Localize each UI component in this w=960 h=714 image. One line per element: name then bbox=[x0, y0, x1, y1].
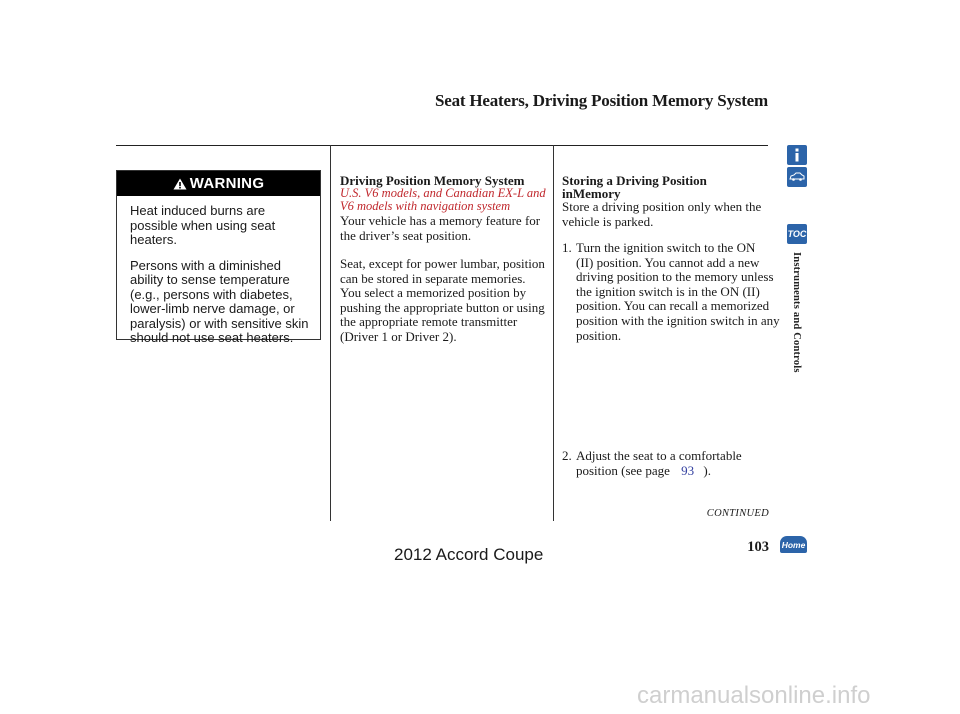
step-text: (II) position. You cannot add a new driv… bbox=[576, 254, 786, 344]
step-text: position (see page bbox=[576, 462, 670, 478]
home-button[interactable]: Home bbox=[780, 536, 807, 553]
site-watermark: carmanualsonline.info bbox=[637, 682, 871, 709]
page-title: Seat Heaters, Driving Position Memory Sy… bbox=[434, 91, 768, 110]
models-note: U.S. V6 models, and Canadian EX-L and V6… bbox=[340, 187, 555, 213]
models-note-line: V6 models with navigation system bbox=[340, 199, 511, 213]
heading-line: inMemory bbox=[562, 186, 621, 201]
memory-intro-text: Your vehicle has a memory feature for th… bbox=[340, 213, 541, 243]
toc-button[interactable]: TOC bbox=[787, 224, 807, 244]
step-1: 1. Turn the ignition switch to the ON (I… bbox=[562, 240, 786, 344]
step-number: 1. bbox=[562, 240, 572, 255]
section-side-label: Instruments and Controls bbox=[791, 252, 802, 373]
continued-label: CONTINUED bbox=[706, 508, 769, 519]
step-text: ). bbox=[703, 462, 711, 478]
info-icon bbox=[795, 148, 799, 162]
page-93-link[interactable]: 93 bbox=[681, 462, 695, 478]
step-continuation: (II) position. You cannot add a new driv… bbox=[576, 254, 780, 343]
step-first-line: Adjust the seat to a comfortable bbox=[576, 448, 742, 464]
step-continuation: position (see page 93 ). bbox=[576, 462, 786, 479]
step-number: 2. bbox=[562, 448, 572, 464]
warning-label: WARNING bbox=[189, 175, 265, 192]
page-number: 103 bbox=[747, 539, 769, 555]
memory-description-text: Seat, except for power lumbar, position … bbox=[340, 256, 545, 344]
step-first-line: Turn the ignition switch to the ON bbox=[576, 240, 756, 255]
column-divider-left bbox=[330, 145, 331, 521]
warning-box: WARNING Heat induced burns are possible … bbox=[116, 170, 321, 345]
vehicle-index-button[interactable] bbox=[787, 167, 807, 187]
models-note-line: U.S. V6 models, and Canadian EX-L and bbox=[340, 186, 546, 200]
model-name: 2012 Accord Coupe bbox=[394, 545, 544, 564]
column-divider-right bbox=[553, 145, 554, 521]
storing-intro-text: Store a driving position only when the v… bbox=[562, 199, 762, 229]
warning-text: Heat induced burns are possible when usi… bbox=[130, 203, 315, 357]
step-2: 2. Adjust the seat to a comfortable posi… bbox=[562, 448, 786, 479]
title-divider bbox=[116, 145, 768, 146]
warning-header: WARNING bbox=[117, 171, 320, 196]
section-heading-storing-position: Storing a Driving Position inMemory bbox=[562, 174, 772, 200]
warning-triangle-icon bbox=[173, 178, 187, 189]
heading-line: Storing a Driving Position bbox=[562, 173, 707, 188]
section-heading-memory-system: Driving Position Memory System bbox=[340, 173, 525, 188]
warning-paragraph: Persons with a diminished ability to sen… bbox=[130, 257, 309, 345]
warning-paragraph: Heat induced burns are possible when usi… bbox=[130, 203, 276, 247]
info-button[interactable] bbox=[787, 145, 807, 165]
car-icon bbox=[789, 172, 805, 181]
